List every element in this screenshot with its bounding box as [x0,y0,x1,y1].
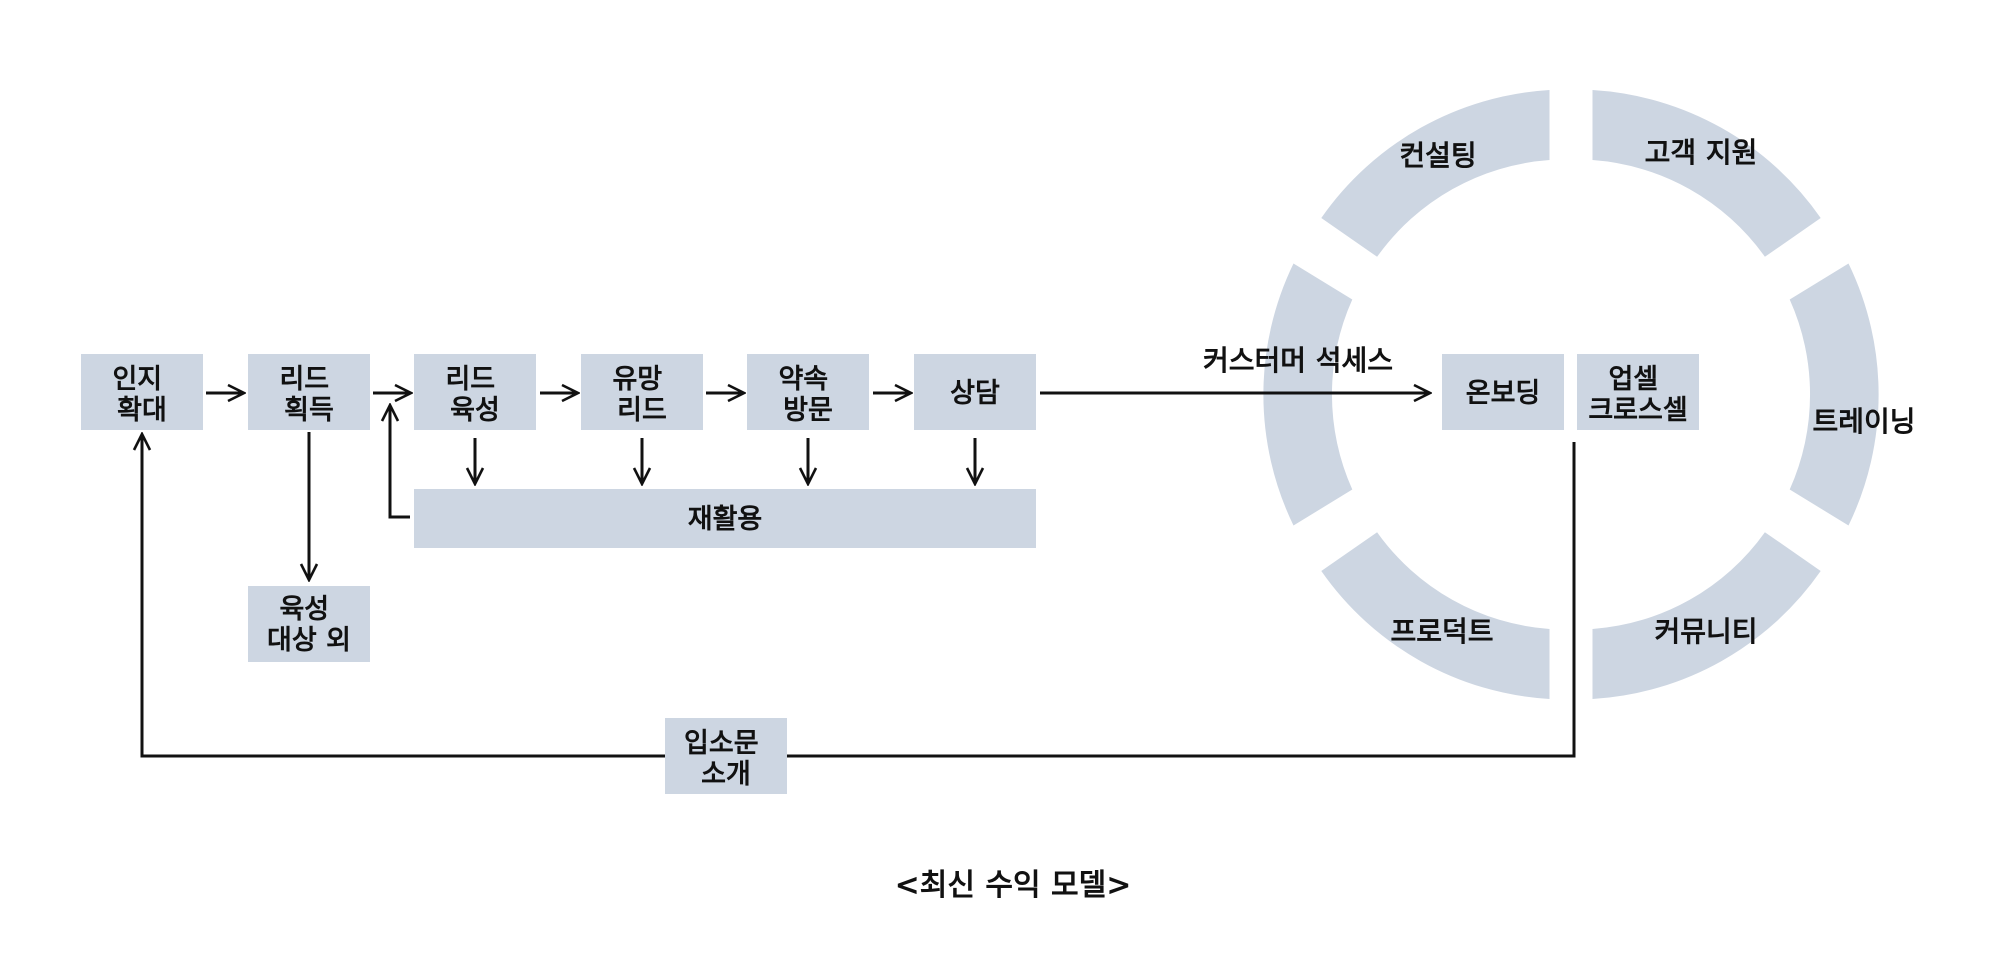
ring-label-consulting: 컨설팅 [1399,139,1476,172]
ring-label-training: 트레이닝 [1812,405,1915,438]
customer-success-ring [1263,90,1879,699]
box-lead-nurturing [414,354,536,430]
box-referral-label: 입소문 소개 [684,728,768,790]
box-excluded-label: 육성 대상 외 [267,594,351,656]
ring-segment-consulting [1321,90,1550,257]
box-lead-acquisition [248,354,370,430]
box-consultation [914,354,1036,430]
box-awareness [81,354,203,430]
ring-label-community: 커뮤니티 [1654,615,1757,648]
box-referral [665,718,787,794]
arrow-referral-to-awareness [142,434,665,758]
ring-segment-training [1789,263,1879,526]
box-promising-lead-label: 유망 리드 [612,364,671,426]
box-lead-nurturing-label: 리드 육성 [445,364,504,426]
box-upsell-label: 업셀 크로스셀 [1588,364,1687,426]
box-appointment-label: 약속 방문 [778,364,837,426]
box-excluded [248,586,370,662]
box-awareness-label: 인지 확대 [112,364,171,426]
box-promising-lead [581,354,703,430]
ring-segment-product [1321,532,1550,699]
ring-label-customer-support: 고객 지원 [1645,136,1758,169]
box-onboarding [1442,354,1564,430]
arrow-recycle-to-nurturing [390,405,410,519]
box-recycle-label: 재활용 [688,504,763,535]
box-recycle [414,489,1036,548]
box-onboarding-label: 온보딩 [1466,378,1541,409]
box-upsell [1577,354,1699,430]
box-appointment [747,354,869,430]
customer-success-label: 커스터머 석세스 [1203,344,1393,377]
box-consultation-label: 상담 [950,378,1000,409]
diagram-caption: <최신 수익 모델> [895,868,1132,903]
ring-segment-customer-support [1592,90,1821,257]
ring-label-product: 프로덕트 [1390,615,1493,648]
loop-line-upsell-to-referral [787,442,1576,758]
ring-segment-community [1592,532,1821,699]
box-lead-acquisition-label: 리드 획득 [279,364,338,426]
